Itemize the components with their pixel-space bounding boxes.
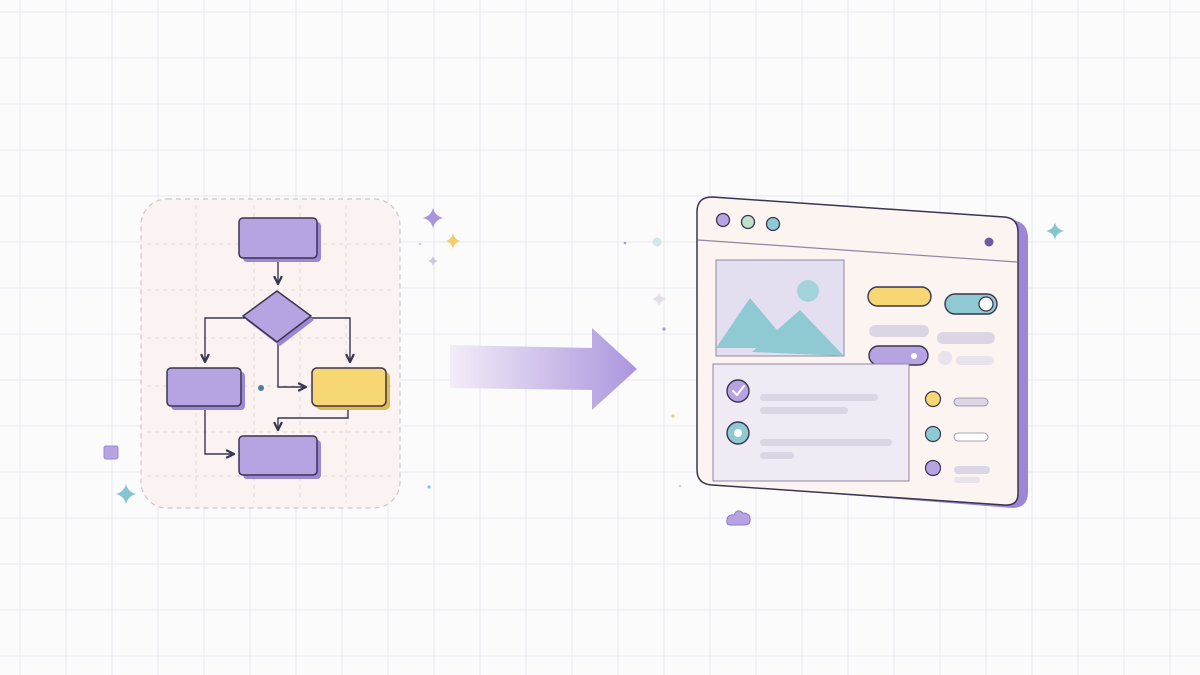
list-dot-yellow (926, 392, 941, 407)
process-box-bottom (239, 436, 321, 479)
flow-dot (258, 385, 264, 391)
window-control-purple (717, 214, 730, 227)
flow-connectors (205, 258, 350, 454)
flowchart-panel-bg (141, 199, 400, 508)
list-item-line (760, 452, 794, 459)
process-box-left (167, 368, 245, 410)
flowchart-panel (141, 199, 400, 508)
list-card (713, 364, 909, 481)
toggle-icon (945, 294, 997, 314)
dot (427, 485, 431, 489)
placeholder-bar (956, 356, 994, 365)
sparkle-icon (652, 292, 666, 306)
placeholder-bar (937, 332, 995, 344)
window-control-green (742, 216, 755, 229)
list-line (954, 466, 990, 474)
title-bar-divider (698, 240, 1017, 262)
list-dot-purple (926, 461, 941, 476)
browser-window (697, 197, 1028, 508)
radio-icon (727, 422, 749, 444)
cloud-icon (727, 511, 750, 525)
sparkle-icon (1046, 222, 1064, 240)
list-dot-teal (926, 427, 941, 442)
small-square (104, 446, 118, 459)
window-control-teal (767, 218, 780, 231)
list-item-line (760, 407, 848, 414)
check-icon (727, 380, 749, 402)
transform-arrow (450, 328, 637, 410)
list-item-line (760, 394, 878, 401)
dot (678, 484, 682, 488)
list-line (954, 433, 988, 441)
dot (662, 327, 666, 331)
process-box-top (239, 218, 321, 262)
mountain-image-icon (716, 260, 844, 356)
placeholder-bar (869, 325, 929, 337)
list-item-line (760, 439, 892, 446)
dot (652, 237, 662, 247)
decision-diamond (243, 291, 314, 346)
window-menu-dot (984, 237, 994, 247)
sparkle-icon (116, 484, 136, 504)
sparkle-icon (446, 233, 460, 249)
dot (418, 242, 422, 246)
yellow-pill-button (868, 287, 931, 306)
sparkle-icon (428, 256, 438, 266)
purple-pill-slider (869, 346, 928, 365)
placeholder-dot (938, 351, 952, 365)
dot (623, 241, 627, 245)
list-line (954, 398, 988, 406)
dot (671, 414, 675, 418)
sparkle-icon (423, 208, 443, 228)
list-line (954, 477, 980, 483)
process-box-right-highlighted (312, 368, 390, 410)
